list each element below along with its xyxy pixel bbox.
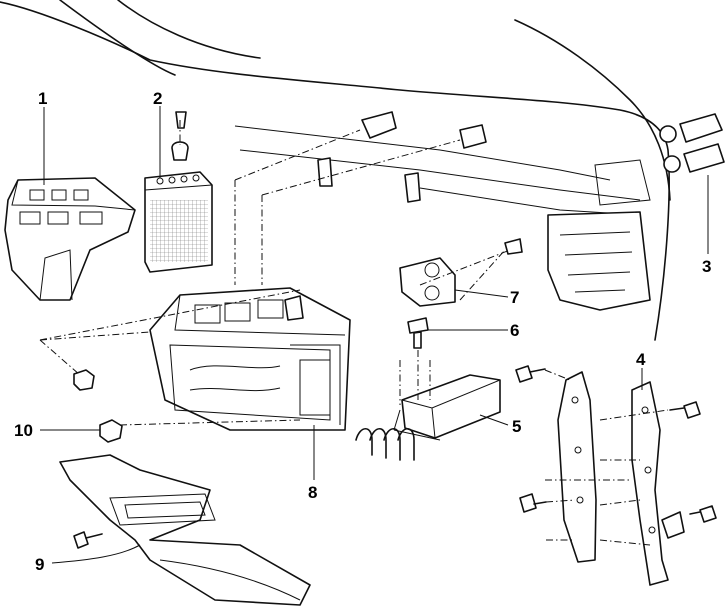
part-6-bolt bbox=[407, 317, 429, 349]
part-1-air-duct bbox=[4, 177, 136, 301]
callout-1: 1 bbox=[38, 89, 47, 108]
callout-3: 3 bbox=[702, 257, 711, 276]
part-4-brackets bbox=[557, 371, 685, 586]
callout-2: 2 bbox=[153, 89, 162, 108]
assembly-lines bbox=[39, 120, 669, 546]
bulkhead-bracket bbox=[547, 159, 651, 311]
callout-9: 9 bbox=[35, 555, 44, 574]
grommets bbox=[317, 111, 487, 203]
callout-labels: 1 2 3 4 5 6 7 8 9 10 bbox=[14, 89, 711, 574]
part-5-control-unit bbox=[393, 374, 501, 441]
callout-5: 5 bbox=[512, 417, 521, 436]
bracket-bolts bbox=[515, 365, 717, 523]
part-3-hoses bbox=[659, 113, 725, 173]
callout-6: 6 bbox=[510, 321, 519, 340]
callout-8: 8 bbox=[308, 483, 317, 502]
leader-lines bbox=[40, 106, 709, 564]
part-10-nuts bbox=[73, 369, 123, 443]
part-2-module bbox=[144, 111, 213, 273]
screw-9 bbox=[73, 531, 103, 549]
part-9-lower-duct bbox=[59, 454, 311, 606]
callout-4: 4 bbox=[636, 350, 646, 369]
callout-7: 7 bbox=[510, 288, 519, 307]
callout-10: 10 bbox=[14, 421, 33, 440]
harness-clips bbox=[355, 427, 415, 461]
part-7-valve bbox=[399, 238, 523, 307]
part-8-hvac-housing bbox=[149, 287, 351, 431]
